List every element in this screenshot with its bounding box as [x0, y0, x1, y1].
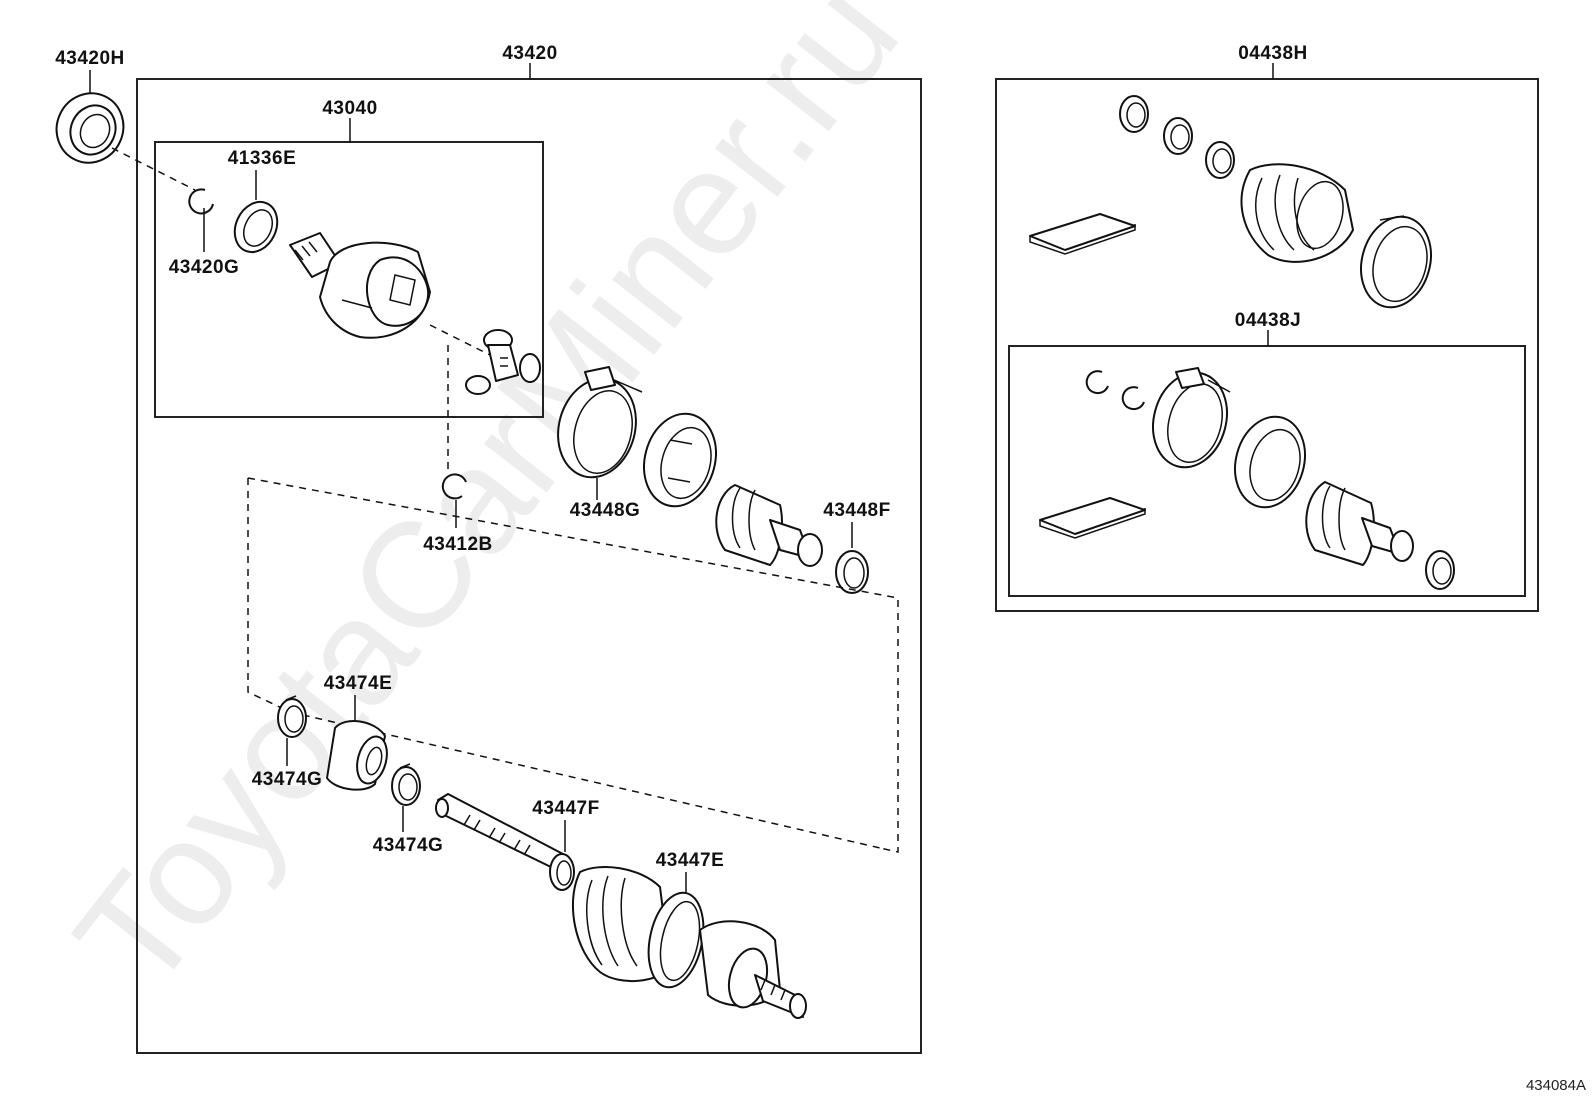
dust-seal-43420H[interactable]: [45, 82, 134, 173]
boot-clamp-43448F[interactable]: [835, 550, 869, 594]
label-43448G[interactable]: 43448G: [570, 500, 641, 521]
label-43474G-b[interactable]: 43474G: [373, 835, 444, 856]
label-43447E[interactable]: 43447E: [656, 850, 725, 871]
damper-43474E[interactable]: [326, 720, 392, 791]
assembly-frame-43420: [136, 78, 922, 1054]
subassembly-frame-43040: [154, 141, 544, 418]
kit-grease-pack-1[interactable]: [1029, 213, 1136, 255]
kit-clamp-small-1[interactable]: [1119, 95, 1149, 133]
label-43420[interactable]: 43420: [502, 43, 557, 64]
label-43474G-a[interactable]: 43474G: [252, 769, 323, 790]
kit-frame-04438J: [1008, 345, 1526, 597]
clamp-43447E[interactable]: [641, 888, 712, 993]
kit-grease-pack-2[interactable]: [1039, 497, 1146, 539]
snap-ring-43412B[interactable]: [441, 473, 467, 500]
boot-ring[interactable]: [634, 406, 726, 515]
label-43040[interactable]: 43040: [322, 98, 377, 119]
label-41336E[interactable]: 41336E: [228, 148, 297, 169]
watermark-text: ToyotaCarMiner.ru: [43, 0, 930, 1020]
kit-boot-ring[interactable]: [1225, 409, 1314, 515]
kit-clamp-small-4[interactable]: [1425, 550, 1455, 590]
label-43448F[interactable]: 43448F: [823, 500, 890, 521]
kit-boot-1[interactable]: [1240, 163, 1354, 263]
clamp-43474G-b[interactable]: [391, 763, 421, 806]
kit-snap-ring-1[interactable]: [1085, 370, 1109, 395]
clamp-43447F[interactable]: [549, 853, 575, 891]
group-outline: [247, 477, 899, 853]
boot-clamp-43448G[interactable]: [547, 366, 646, 486]
tripod-joint[interactable]: [465, 329, 541, 395]
kit-boot-2[interactable]: [1305, 481, 1414, 566]
kit-clamp-large-1[interactable]: [1351, 209, 1440, 315]
outer-cv-joint[interactable]: [699, 920, 807, 1019]
boot-inner[interactable]: [715, 484, 823, 567]
drive-shaft[interactable]: [435, 793, 564, 869]
snap-ring-43420G[interactable]: [188, 188, 214, 215]
figure-reference: 434084A: [1526, 1077, 1586, 1094]
label-04438J[interactable]: 04438J: [1235, 310, 1301, 331]
joint-housing-43040[interactable]: [289, 232, 431, 339]
kit-clamp-small-2[interactable]: [1163, 117, 1193, 155]
label-43447F[interactable]: 43447F: [532, 798, 599, 819]
label-04438H[interactable]: 04438H: [1238, 43, 1308, 64]
kit-clamp-small-3[interactable]: [1205, 141, 1235, 179]
label-43420H[interactable]: 43420H: [55, 48, 125, 69]
kit-clamp-large-2[interactable]: [1143, 364, 1237, 475]
label-43420G[interactable]: 43420G: [169, 257, 240, 278]
label-43412B[interactable]: 43412B: [423, 534, 493, 555]
kit-frame-04438H: [995, 78, 1539, 612]
ring-41336E[interactable]: [227, 195, 285, 259]
kit-snap-ring-2[interactable]: [1121, 386, 1145, 411]
boot-outer[interactable]: [572, 866, 671, 983]
label-43474E[interactable]: 43474E: [324, 673, 393, 694]
clamp-43474G-a[interactable]: [277, 695, 307, 738]
